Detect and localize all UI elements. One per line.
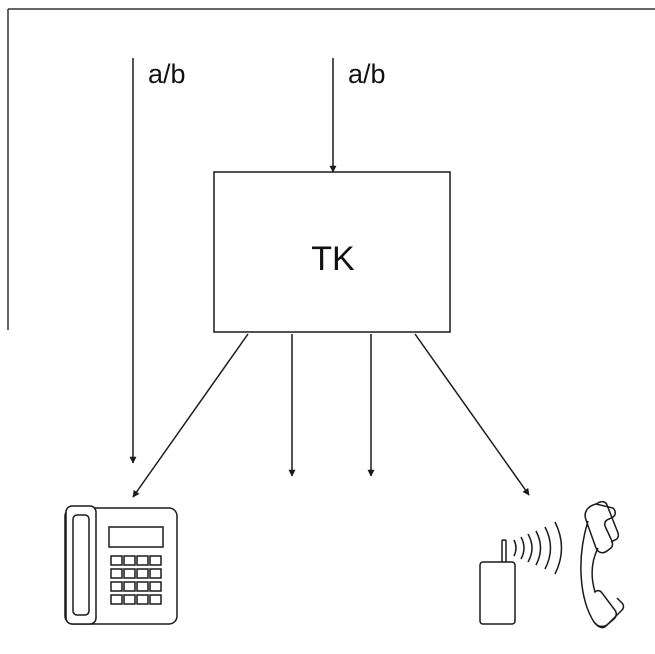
desk-telephone-icon: [64, 505, 178, 625]
cordless-telephone-icon: [479, 500, 625, 629]
tk-box-label: TK: [311, 240, 355, 278]
output-line-cordless-phone: [414, 333, 530, 496]
input-left-label: a/b: [148, 59, 186, 89]
input-right-label: a/b: [348, 59, 386, 89]
output-line-desk-phone: [132, 333, 249, 498]
tk-box: [213, 171, 451, 333]
